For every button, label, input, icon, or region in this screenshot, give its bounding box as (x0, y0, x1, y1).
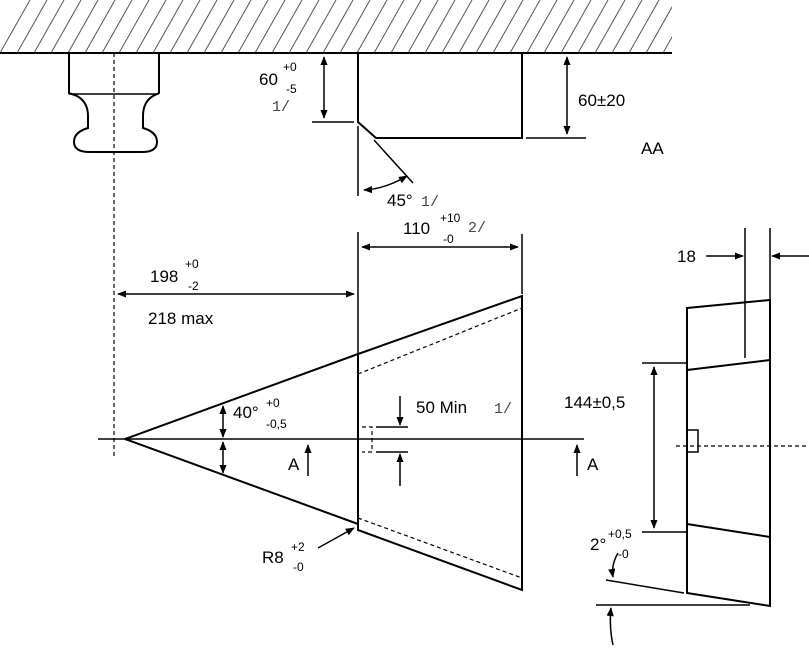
radius-tol-upper: +2 (291, 540, 305, 554)
hatch-stroke (594, 0, 626, 53)
section-angle-arc-top (608, 552, 619, 578)
hidden-notch (362, 426, 373, 453)
height-value: 60 (259, 70, 278, 89)
radius-value: R8 (262, 548, 284, 567)
hatch-stroke (305, 0, 337, 53)
hatch-stroke (186, 0, 218, 53)
hatch-stroke (526, 0, 558, 53)
hatch-stroke (697, 0, 727, 53)
hatch-stroke (169, 0, 201, 53)
hatch-stroke (543, 0, 575, 53)
hatch-stroke (135, 0, 167, 53)
section-notch (686, 429, 699, 453)
mounting-bolt (68, 53, 160, 153)
section-height-value: 144±0,5 (564, 393, 625, 412)
hatch-stroke (288, 0, 320, 53)
hatch-stroke (560, 0, 592, 53)
height-tol-upper: +0 (283, 60, 297, 74)
wedge-lower-edge (124, 438, 359, 525)
height-tol-lower: -5 (286, 82, 297, 96)
hatch-stroke (322, 0, 354, 53)
hatch-stroke (271, 0, 303, 53)
offset-tol-lower: -2 (188, 279, 199, 293)
chamfer-angle-value: 45° (387, 191, 413, 210)
hatch-stroke (662, 36, 672, 53)
hatch-stroke (16, 0, 48, 53)
hatch-stroke (254, 0, 286, 53)
offset-value: 198 (150, 267, 178, 286)
hatch-stroke (0, 0, 31, 53)
hatch-stroke (424, 0, 456, 53)
hatch-stroke (611, 0, 643, 53)
hatch-stroke (509, 0, 541, 53)
section-angle-arc-bottom (606, 607, 614, 646)
radius-tol-lower: -0 (293, 560, 304, 574)
section-label-aa: AA (641, 139, 664, 158)
hatch-stroke (390, 0, 422, 53)
ceiling-hatching (0, 0, 727, 53)
hatch-stroke (373, 0, 405, 53)
hatch-stroke (118, 0, 150, 53)
hatch-stroke (237, 0, 269, 53)
section-mark-right: A (587, 455, 599, 474)
width-value: 18 (677, 247, 696, 266)
wedge-upper-edge (124, 353, 359, 440)
hatch-stroke (67, 0, 99, 53)
hatch-stroke (441, 0, 473, 53)
hatch-stroke (339, 0, 371, 53)
side-view-block (357, 53, 523, 139)
angle-tol-upper: +0 (266, 396, 280, 410)
hatch-stroke (492, 0, 524, 53)
hatch-stroke (458, 0, 490, 53)
offset-max: 218 max (148, 309, 214, 328)
hatch-stroke (152, 0, 184, 53)
length-tol-lower: -0 (443, 232, 454, 246)
hatch-stroke (203, 0, 235, 53)
length-note: 2/ (468, 220, 486, 237)
height-note: 1/ (272, 99, 290, 116)
section-inner-bottom (686, 523, 771, 538)
section-angle-value: 2° (590, 535, 606, 554)
right-height-value: 60±20 (578, 91, 625, 110)
section-angle-tol-lower: -0 (618, 547, 629, 561)
hidden-edge-lower (357, 517, 523, 579)
offset-tol-upper: +0 (185, 257, 199, 271)
hatch-stroke (680, 0, 710, 53)
hatch-stroke (645, 6, 672, 53)
length-value: 110 (403, 219, 430, 238)
hatch-stroke (628, 0, 660, 53)
hatch-stroke (84, 0, 116, 53)
section-inner-top (686, 359, 771, 371)
chamfer-note: 1/ (421, 194, 439, 211)
radius-leader (317, 527, 355, 549)
min-note: 1/ (494, 401, 512, 418)
section-angle-tol-upper: +0,5 (608, 527, 632, 541)
hatch-stroke (475, 0, 507, 53)
section-mark-left: A (288, 455, 300, 474)
plan-view-block (357, 294, 523, 592)
hatch-stroke (50, 0, 82, 53)
length-tol-upper: +10 (440, 211, 461, 225)
hatch-stroke (101, 0, 133, 53)
hatch-stroke (577, 0, 609, 53)
min-value: 50 Min (416, 398, 467, 417)
section-angle-ref-top (605, 579, 685, 594)
chamfer-angle-arc (363, 175, 408, 194)
hatch-stroke (356, 0, 388, 53)
angle-tol-lower: -0,5 (266, 417, 287, 431)
hatch-stroke (220, 0, 252, 53)
hidden-edge-upper (357, 307, 523, 375)
hatch-stroke (407, 0, 439, 53)
hatch-stroke (33, 0, 65, 53)
section-block (686, 298, 771, 608)
angle-value: 40° (233, 403, 259, 422)
